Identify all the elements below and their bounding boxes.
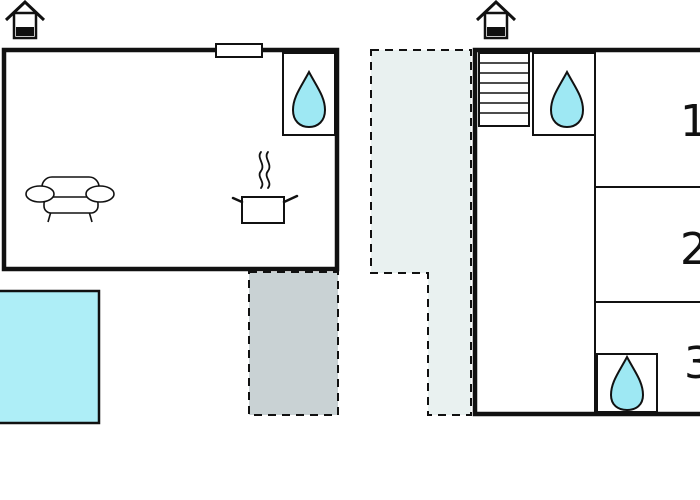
ground-floor — [0, 0, 340, 425]
terrace — [248, 271, 339, 416]
window — [215, 43, 263, 58]
house-entrance-icon — [4, 0, 46, 40]
water-drop-icon — [609, 354, 645, 412]
bedroom-1-label: 1 — [680, 96, 700, 147]
pool — [0, 289, 101, 425]
upper-floor: 1 2 3 — [472, 0, 700, 417]
bedroom-3-label: 3 — [684, 338, 700, 389]
sofa-icon — [25, 176, 115, 223]
house-entrance-icon — [475, 0, 517, 40]
bedroom-2-label: 2 — [680, 224, 700, 275]
water-drop-icon — [549, 69, 585, 129]
staircase-icon — [478, 52, 530, 127]
water-drop-icon — [291, 69, 327, 129]
living-room — [1, 47, 340, 272]
cooking-pot-icon — [231, 151, 299, 224]
outdoor-area — [370, 49, 472, 416]
